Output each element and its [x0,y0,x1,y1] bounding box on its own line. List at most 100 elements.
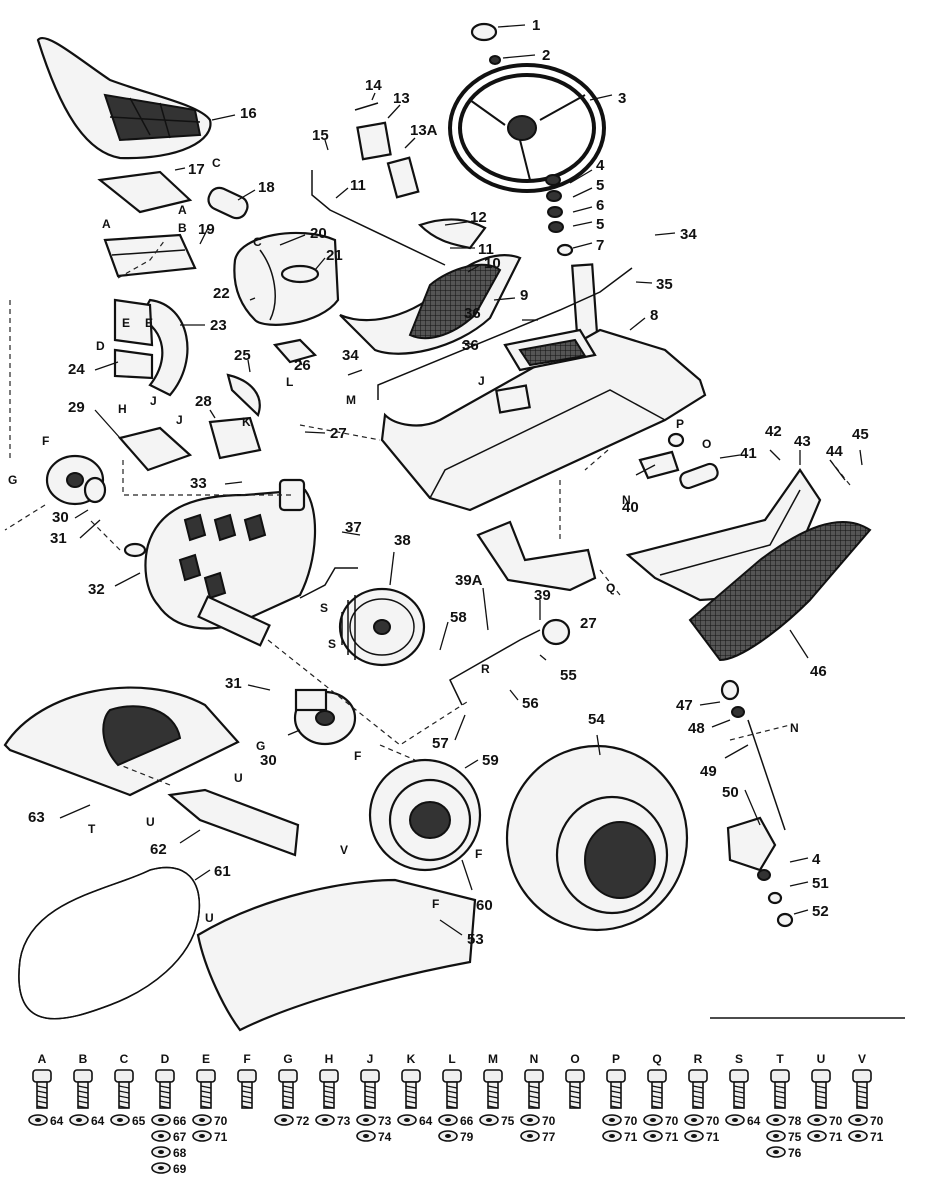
thread-line [487,1105,499,1109]
legend-item-73: 73 [378,1114,392,1128]
steering-wheel [448,63,606,193]
thread-line [77,1100,89,1104]
washer-hole-icon [855,1134,861,1138]
washer-hole-icon [527,1134,533,1138]
legend-item-72: 72 [296,1114,310,1128]
tag-O1: O [702,437,711,451]
thread-line [733,1100,745,1104]
washer-hole-icon [322,1118,328,1122]
link-39 [476,520,597,592]
washer-hole-icon [609,1118,615,1122]
thread-line [610,1105,622,1109]
legend-item-69: 69 [173,1162,187,1176]
callout-5a: 5 [596,177,604,194]
thread-line [856,1090,868,1094]
thread-line [405,1105,417,1109]
washer-hole-icon [650,1118,656,1122]
callout-11a: 11 [350,177,366,194]
thread-line [323,1100,335,1104]
tag-G1: G [8,473,17,487]
legend-letter-E: E [202,1052,210,1066]
legend-letter-V: V [858,1052,866,1066]
washer-hole-icon [281,1118,287,1122]
thread-line [528,1100,540,1104]
washer-hole-icon [814,1118,820,1122]
washer-hole-icon [773,1118,779,1122]
thread-line [651,1085,663,1089]
callout-40: 40 [622,499,639,516]
legend-item-66: 66 [460,1114,474,1128]
thread-line [77,1085,89,1089]
thread-line [733,1105,745,1109]
tag-L1: L [286,375,293,389]
thread-line [282,1085,294,1089]
bolt-head-icon [237,1069,257,1083]
tag-Q1: Q [606,581,615,595]
thread-line [815,1090,827,1094]
thread-line [200,1105,212,1109]
tag-C2: C [253,235,262,249]
tag-U3: U [205,911,214,925]
tag-J3: J [478,374,485,388]
thread-line [77,1095,89,1099]
thread-line [364,1095,376,1099]
legend-col-M: M75 [479,1052,515,1128]
bolt-head-icon [32,1069,52,1083]
washer-hole-icon [117,1118,123,1122]
callout-57: 57 [432,735,449,752]
callout-13a: 13A [410,122,438,139]
callout-15: 15 [312,127,329,144]
tag-S1: S [320,601,328,615]
rod-55 [449,618,571,706]
callout-27b: 27 [580,615,597,632]
bolt-shank-icon [733,1081,745,1109]
thread-line [610,1100,622,1104]
footrest-left-9 [339,254,522,355]
mat-46 [688,521,872,662]
washer-hole-icon [732,1118,738,1122]
callout-30b: 30 [260,752,277,769]
ignition-switch-13 [354,102,420,199]
washer-hole-icon [199,1118,205,1122]
bracket-29 [117,426,193,472]
callout-14: 14 [365,77,382,94]
tag-F2: F [354,749,361,763]
thread-line [856,1095,868,1099]
thread-line [159,1095,171,1099]
thread-line [569,1100,581,1104]
callout-24: 24 [68,361,85,378]
callout-5b: 5 [596,216,604,233]
thread-line [651,1090,663,1094]
callout-41: 41 [740,445,757,462]
callout-62: 62 [150,841,167,858]
legend-letter-B: B [79,1052,88,1066]
bolt-head-icon [196,1069,216,1083]
bolt-head-icon [360,1069,380,1083]
callout-4b: 4 [812,851,821,868]
tag-B1: B [178,221,187,235]
legend-item-78: 78 [788,1114,802,1128]
tag-D1: D [96,339,105,353]
thread-line [323,1090,335,1094]
thread-line [323,1105,335,1109]
fender-63 [3,686,240,797]
callout-46: 46 [810,663,827,680]
legend-item-79: 79 [460,1130,474,1144]
callout-19: 19 [198,221,215,238]
callout-26: 26 [294,357,311,374]
thread-line [200,1095,212,1099]
callout-45: 45 [852,426,869,443]
thread-line [692,1090,704,1094]
thread-line [610,1090,622,1094]
thread-line [774,1095,786,1099]
fender-53 [196,878,477,1032]
thread-line [487,1085,499,1089]
bolt-shank-icon [692,1081,704,1109]
thread-line [528,1090,540,1094]
bracket-12 [417,218,487,250]
